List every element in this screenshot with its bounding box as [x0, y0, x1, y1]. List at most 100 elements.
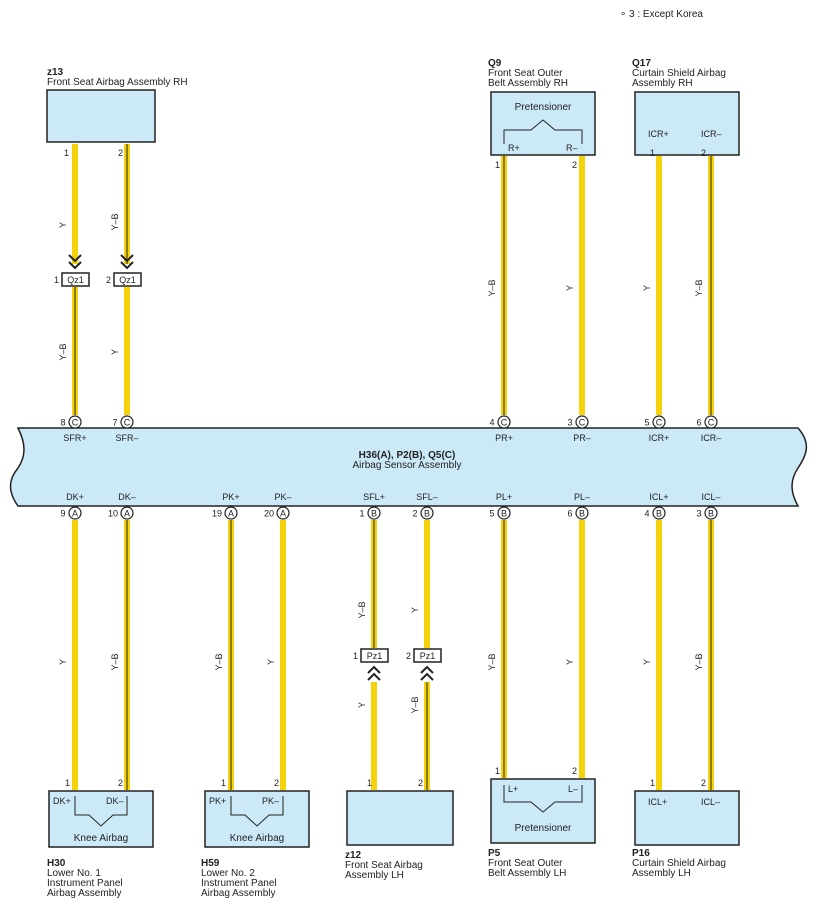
- connector-label: Pz1: [367, 651, 383, 661]
- svg-text:1: 1: [359, 509, 364, 519]
- terminal-label: ICL+: [648, 797, 667, 807]
- svg-text:C: C: [656, 418, 663, 428]
- wire-y-b: [708, 156, 714, 415]
- svg-text:5: 5: [489, 509, 494, 519]
- component-code: z13: [47, 67, 64, 78]
- wire-y-b: [501, 156, 507, 415]
- sensor-pin-pl-minus: PL– B 6: [567, 492, 590, 520]
- wire-color-label: Y–B: [694, 653, 704, 670]
- wire-y: [656, 156, 662, 415]
- svg-text:SFR+: SFR+: [63, 433, 86, 443]
- svg-text:DK+: DK+: [66, 492, 84, 502]
- component-name: Instrument Panel: [47, 878, 123, 889]
- wire-color-label: Y: [357, 702, 367, 708]
- component-inner-label: Knee Airbag: [230, 833, 285, 844]
- sensor-pin-pr-plus: C 4 PR+: [489, 415, 513, 443]
- connector-qz1-pin2: Qz1 2: [106, 254, 142, 287]
- connector-qz1-pin1: Qz1 1: [54, 254, 90, 287]
- terminal-label: ICL–: [701, 797, 720, 807]
- sensor-pin-sfr-minus: C 7 SFR–: [112, 415, 139, 443]
- sensor-pin-dk-plus: DK+ A 9: [60, 492, 84, 520]
- svg-text:SFL–: SFL–: [416, 492, 438, 502]
- terminal-label: ICR+: [648, 129, 669, 139]
- pin-number: 1: [367, 778, 372, 788]
- sensor-pin-pr-minus: C 3 PR–: [567, 415, 591, 443]
- sensor-pin-icl-plus: ICL+ B 4: [644, 492, 669, 520]
- svg-text:6: 6: [567, 509, 572, 519]
- pin-number: 1: [495, 766, 500, 776]
- component-name: Instrument Panel: [201, 878, 277, 889]
- wire-y: [72, 520, 78, 790]
- terminal-label: R+: [508, 143, 520, 153]
- svg-text:SFL+: SFL+: [363, 492, 385, 502]
- terminal-label: R–: [566, 143, 578, 153]
- svg-text:8: 8: [60, 418, 65, 428]
- component-box: [46, 89, 156, 143]
- wire-color-label: Y: [642, 659, 652, 665]
- component-box: [346, 790, 454, 846]
- pin-number: 1: [54, 275, 59, 285]
- component-code: H30: [47, 858, 66, 869]
- svg-text:10: 10: [108, 509, 118, 519]
- sensor-subtitle: Airbag Sensor Assembly: [353, 460, 462, 471]
- component-name: Front Seat Airbag Assembly RH: [47, 77, 188, 88]
- svg-text:6: 6: [696, 418, 701, 428]
- svg-text:B: B: [501, 509, 507, 519]
- svg-text:C: C: [501, 418, 508, 428]
- terminal-label: ICR–: [701, 129, 722, 139]
- pin-number: 2: [701, 148, 706, 158]
- component-inner-label: Pretensioner: [515, 102, 572, 113]
- component-name: Front Seat Airbag: [345, 860, 423, 871]
- component-p5: 1 2 L+ L– Pretensioner P5 Front Seat Out…: [488, 766, 596, 879]
- component-name: Assembly LH: [345, 870, 404, 881]
- terminal-label: L–: [568, 784, 578, 794]
- connector-label: Pz1: [420, 651, 436, 661]
- wire-color-label: Y: [565, 659, 575, 665]
- wire-color-label: Y: [565, 285, 575, 291]
- component-code: Q17: [632, 58, 651, 69]
- svg-text:ICL+: ICL+: [649, 492, 668, 502]
- wire-color-label: Y: [642, 285, 652, 291]
- svg-text:B: B: [371, 509, 377, 519]
- pin-number: 1: [650, 778, 655, 788]
- component-code: z12: [345, 850, 362, 861]
- wire-y-b: [424, 682, 430, 790]
- component-name: Assembly LH: [632, 868, 691, 879]
- wire-color-label: Y: [410, 607, 420, 613]
- component-name: Front Seat Outer: [488, 858, 563, 869]
- sensor-pin-pk-minus: PK– A 20: [264, 492, 292, 520]
- svg-text:A: A: [280, 509, 286, 519]
- wire-y: [424, 520, 430, 648]
- wire-y: [280, 520, 286, 790]
- svg-text:7: 7: [112, 418, 117, 428]
- svg-text:5: 5: [644, 418, 649, 428]
- component-name: Curtain Shield Airbag: [632, 68, 726, 79]
- pin-number: 2: [274, 778, 279, 788]
- svg-text:A: A: [124, 509, 130, 519]
- sensor-pin-icr-plus: C 5 ICR+: [644, 415, 669, 443]
- connector-pz1-pin2: Pz1 2: [406, 648, 442, 681]
- component-name: Airbag Assembly: [47, 888, 121, 899]
- wire-color-label: Y–B: [487, 653, 497, 670]
- terminal-label: DK+: [53, 796, 71, 806]
- sensor-pin-dk-minus: DK– A 10: [108, 492, 136, 520]
- svg-text:20: 20: [264, 509, 274, 519]
- pretensioner-symbol: [503, 119, 583, 144]
- region-note: ∘ 3 : Except Korea: [620, 9, 703, 20]
- terminal-label: PK–: [262, 796, 279, 806]
- svg-text:C: C: [72, 418, 79, 428]
- wire-y-b: [72, 287, 78, 415]
- pin-number: 1: [65, 778, 70, 788]
- wire-y-b: [501, 520, 507, 778]
- wire-color-label: Y–B: [487, 279, 497, 296]
- wire-y: [124, 287, 130, 415]
- component-z13: z13 Front Seat Airbag Assembly RH 1 2: [46, 67, 188, 158]
- pin-number: 2: [106, 275, 111, 285]
- connector-label: Qz1: [67, 275, 84, 285]
- svg-text:PK–: PK–: [274, 492, 291, 502]
- svg-text:9: 9: [60, 509, 65, 519]
- wire-color-label: Y: [110, 349, 120, 355]
- terminal-label: DK–: [106, 796, 124, 806]
- component-name: Curtain Shield Airbag: [632, 858, 726, 869]
